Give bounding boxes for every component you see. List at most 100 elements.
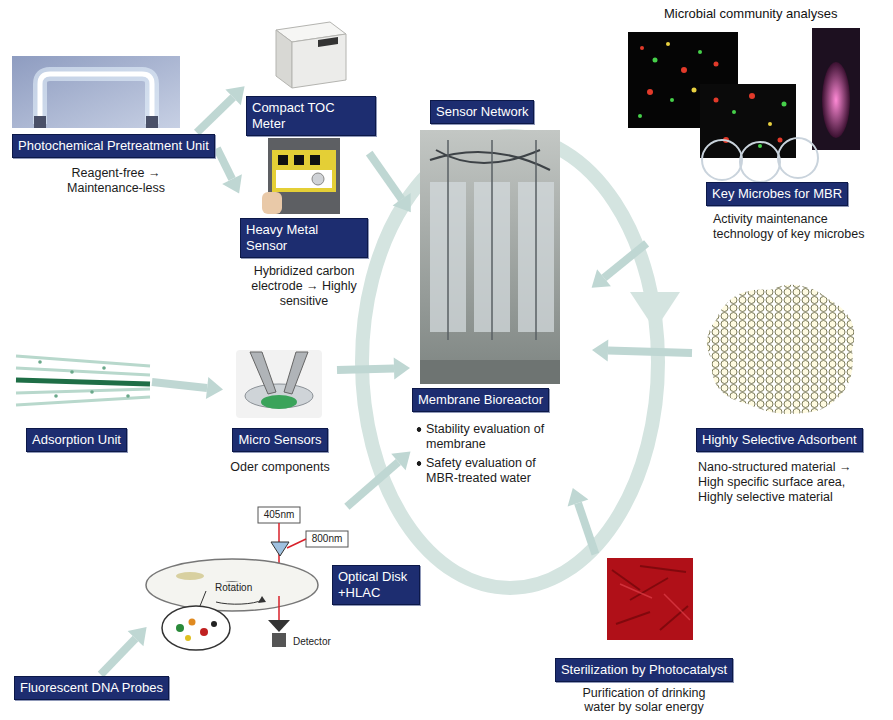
microscopy-images (714, 98, 719, 103)
microscopy-images (714, 62, 719, 67)
component-group: Compact TOC Meter (246, 8, 376, 136)
description-text: Activity maintenance technology of key m… (713, 212, 878, 242)
micro-sensor-photo (236, 350, 322, 418)
microscopy-images (702, 140, 742, 180)
microscopy-images (749, 93, 755, 99)
adsorption-layers (16, 368, 150, 375)
component-group: Photochemical Pretreatment UnitReagent-f… (10, 134, 216, 196)
optical-disk-figure (176, 572, 204, 580)
mbr-photo (420, 360, 560, 384)
component-label: Heavy Metal Sensor (240, 218, 368, 258)
arrow-shaft (337, 368, 394, 370)
uv-lamp-photo (12, 56, 180, 128)
arrow-shaft (152, 382, 207, 388)
component-group: Optical Disk +HLAC (148, 508, 430, 655)
component-group: Micro SensorsOder components (225, 344, 335, 475)
micro-sensor-photo (261, 395, 297, 409)
arrow-shaft (197, 97, 233, 132)
arrow-shaft (578, 503, 595, 554)
optical-disk-figure (146, 507, 348, 650)
callout-label: 800nm (308, 533, 346, 545)
optical-disk-figure (185, 635, 191, 641)
bullet-text: Stability evaluation of membrane (416, 422, 566, 452)
adsorption-layers (54, 394, 58, 398)
flow-arrow (568, 488, 596, 554)
arrow-head (592, 269, 611, 288)
uv-lamp-photo (12, 56, 180, 128)
component-group: Adsorption Unit (14, 344, 150, 452)
optical-disk-figure (146, 559, 318, 611)
component-group: Sterilization by PhotocatalystPurificati… (548, 556, 740, 714)
microscopy-images (681, 67, 687, 73)
description-text: Nano-structured material → High specific… (698, 460, 870, 505)
optical-disk-figure (258, 596, 266, 603)
callout-label: 405nm (260, 509, 298, 521)
arrow-shaft (369, 153, 401, 199)
toc-meter-photo (318, 37, 338, 47)
cycle-arrow (362, 136, 680, 588)
adsorption-layers (70, 370, 74, 374)
heavy-metal-sensor-photo (294, 155, 304, 165)
optical-disk-figure (287, 539, 306, 548)
component-label: Photochemical Pretreatment Unit (12, 134, 215, 158)
component-group: Membrane BioreactorStability evaluation … (412, 128, 590, 486)
microscopy-images (778, 138, 818, 178)
heavy-metal-sensor-photo (262, 138, 340, 214)
microscopy-images (670, 98, 674, 102)
component-label: Micro Sensors (232, 428, 327, 452)
arrow-shaft (217, 148, 232, 179)
flow-arrow (369, 153, 411, 212)
flow-arrow (152, 377, 223, 399)
heavy-metal-sensor-photo (262, 192, 282, 214)
flow-arrow (592, 243, 647, 287)
section-heading: Microbial community analyses (664, 6, 837, 22)
photocatalyst-photo (607, 558, 693, 640)
micro-sensor-photo (236, 350, 322, 418)
component-group: Sensor Network (430, 100, 534, 124)
component-group: Highly Selective AdsorbentNano-structure… (694, 278, 888, 505)
microscopy-images (628, 28, 860, 182)
arrow-head (222, 174, 242, 193)
optical-disk-figure (216, 600, 262, 604)
microscopy-images (647, 89, 653, 95)
adsorption-layers (126, 394, 130, 398)
optical-disk-figure (268, 620, 290, 632)
microscopy-images (758, 144, 762, 148)
heavy-metal-sensor-photo (310, 155, 320, 165)
nanostructure-adsorbent (707, 285, 855, 414)
cycle-arrow (630, 292, 680, 330)
adsorption-layers (16, 356, 150, 405)
microscopy-images (822, 62, 850, 138)
mbr-photo (436, 150, 540, 163)
arrow-head (592, 340, 608, 362)
microscopy-images (640, 46, 644, 50)
description-text: Oder components (230, 460, 329, 475)
component-group: Microbial community analysesKey Microbes… (622, 6, 884, 242)
nanostructure-adsorbent (707, 285, 855, 414)
micro-sensor-photo (284, 352, 308, 394)
optical-disk-figure (200, 591, 206, 606)
mbr-photo (420, 130, 560, 384)
arrow-shaft (604, 243, 647, 277)
component-label: Key Microbes for MBR (706, 182, 848, 206)
adsorption-layers (16, 389, 150, 393)
optical-disk-figure (211, 621, 217, 627)
uv-lamp-photo (146, 116, 158, 128)
microscopy-images (740, 142, 780, 182)
optical-disk-figure (271, 542, 289, 556)
toc-meter-photo (276, 22, 346, 88)
optical-disk-figure (176, 624, 184, 632)
microscopy-images (698, 50, 702, 54)
component-group: Heavy Metal SensorHybridized carbon elec… (240, 134, 368, 309)
arrow-head (393, 193, 411, 212)
component-label: Highly Selective Adsorbent (696, 428, 863, 452)
photocatalyst-photo (607, 558, 693, 640)
arrow-shaft (608, 351, 692, 353)
callout-anchor: Detector (292, 636, 332, 648)
flow-arrow (592, 340, 692, 362)
uv-lamp-photo (40, 74, 152, 124)
bullet-text: Safety evaluation of MBR-treated water (416, 456, 566, 486)
optical-disk-figure (272, 633, 286, 647)
optical-disk-figure (306, 531, 348, 547)
